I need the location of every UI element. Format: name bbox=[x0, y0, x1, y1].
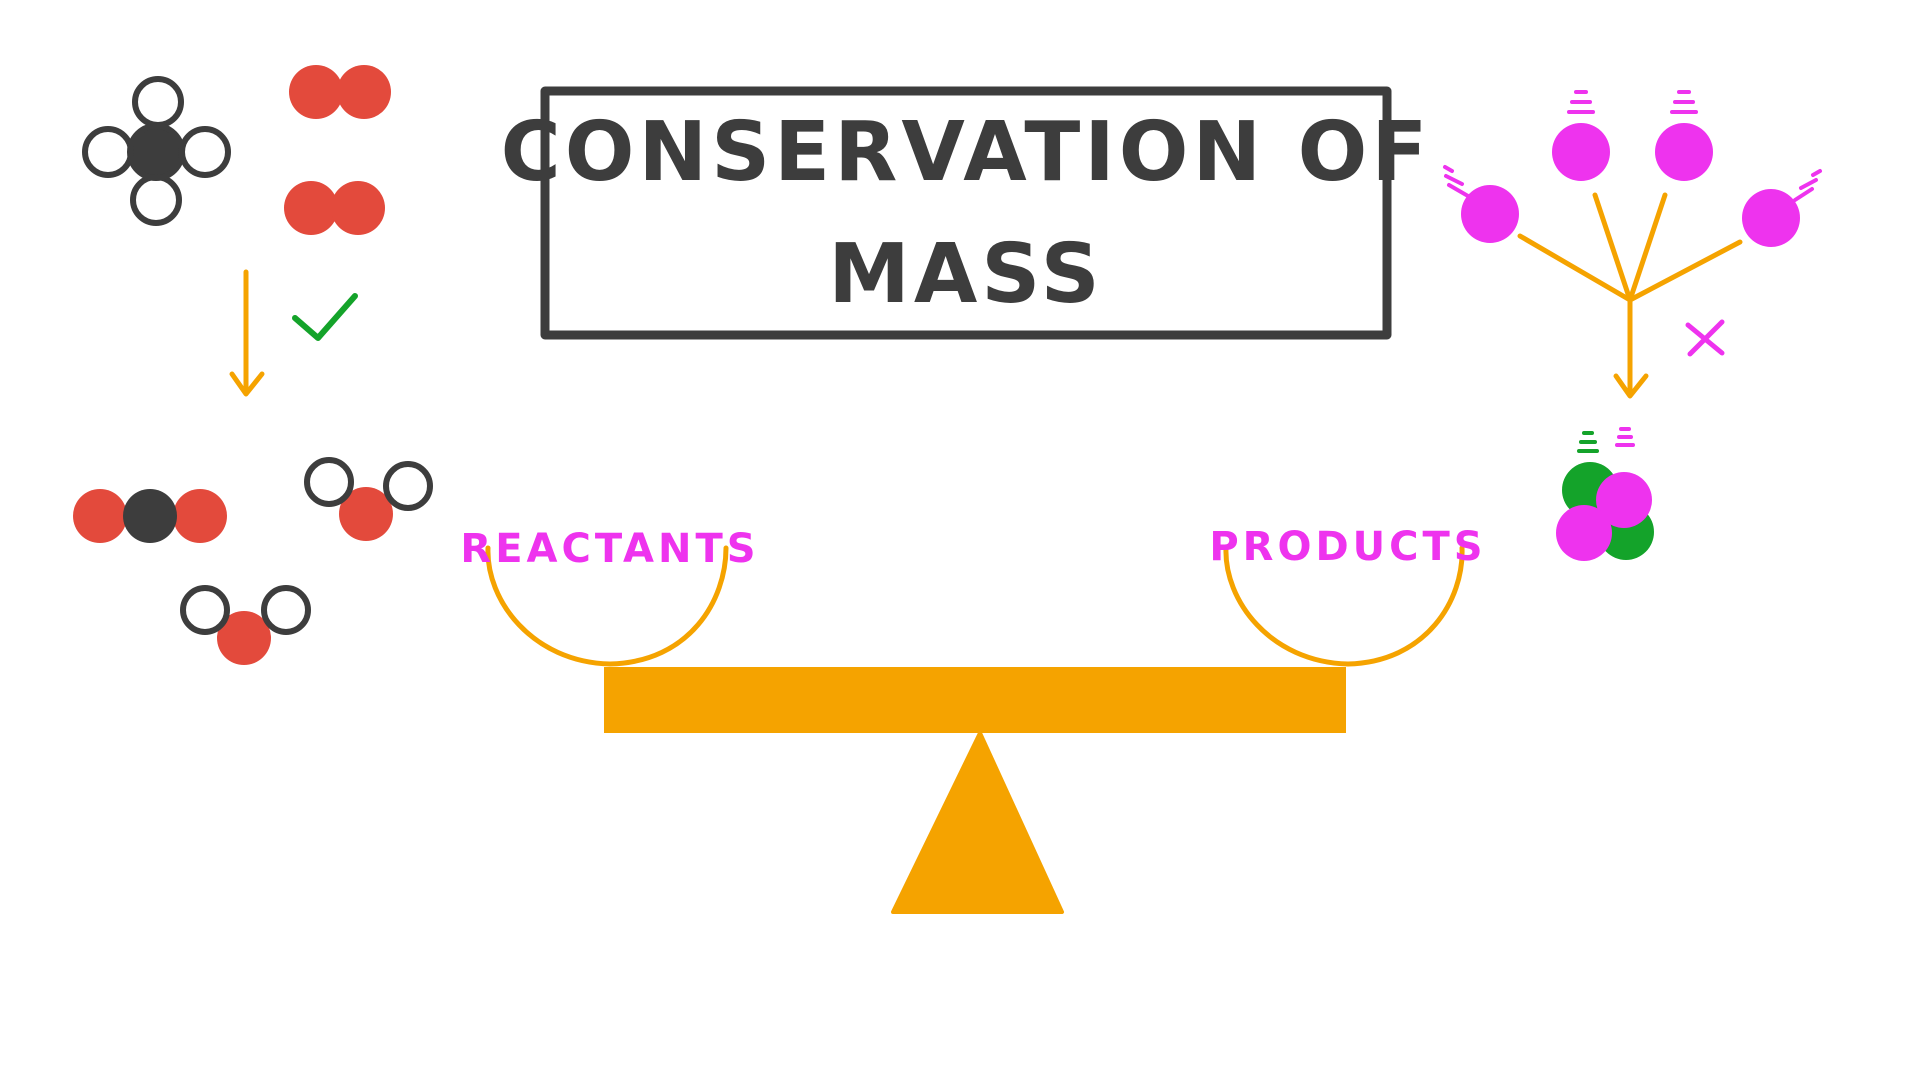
title-box: CONSERVATION OF MASS bbox=[501, 86, 1432, 340]
water-molecule-1 bbox=[304, 457, 433, 541]
water-molecule-2 bbox=[180, 585, 311, 665]
motion-dashes-magenta bbox=[1443, 90, 1822, 447]
check-icon bbox=[292, 293, 358, 341]
methane-molecule bbox=[82, 76, 231, 226]
balance-beam bbox=[604, 667, 1346, 733]
title-line-1: CONSERVATION OF bbox=[501, 105, 1432, 200]
balance-fulcrum bbox=[891, 731, 1064, 914]
branching-arrows-right bbox=[1517, 192, 1743, 399]
product-cluster-right bbox=[1556, 462, 1654, 561]
balance-scale: REACTANTS PRODUCTS bbox=[460, 524, 1486, 914]
right-pan bbox=[1223, 545, 1465, 667]
reactant-atoms-right bbox=[1461, 123, 1800, 247]
left-pan bbox=[485, 545, 729, 667]
reactants-label: REACTANTS bbox=[460, 526, 759, 572]
motion-dashes-green bbox=[1577, 431, 1599, 453]
cross-icon bbox=[1685, 319, 1725, 357]
oxygen-molecule-2 bbox=[284, 181, 385, 235]
reaction-arrow-left bbox=[229, 269, 265, 397]
title-line-2: MASS bbox=[828, 227, 1104, 322]
products-label: PRODUCTS bbox=[1209, 524, 1486, 570]
carbon-dioxide-molecule bbox=[73, 489, 227, 543]
oxygen-molecule-1 bbox=[289, 65, 391, 119]
